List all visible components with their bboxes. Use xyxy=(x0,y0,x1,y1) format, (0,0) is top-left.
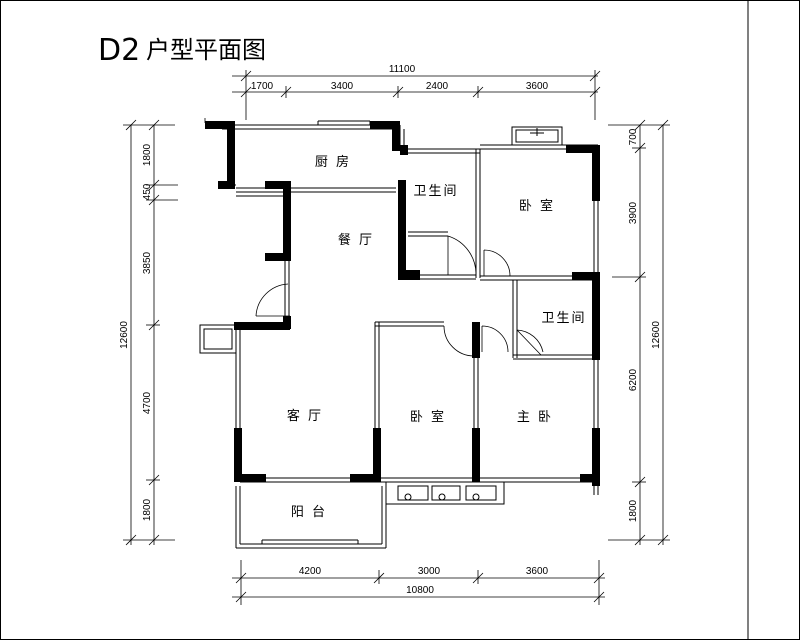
label-bathroom-1: 卫生间 xyxy=(413,184,458,199)
label-kitchen: 厨 房 xyxy=(315,154,351,170)
label-bedroom-1: 卧 室 xyxy=(519,198,555,214)
dim-right-seg-2: 3900 xyxy=(628,201,639,224)
label-living: 客 厅 xyxy=(287,408,323,424)
plan-code: D2 xyxy=(98,33,140,68)
label-bathroom-2: 卫生间 xyxy=(541,311,586,326)
dim-top-total: 11100 xyxy=(389,64,416,75)
dim-top-seg-4: 3600 xyxy=(526,81,549,92)
top-dimensions: 11100 1700 3400 2400 3600 xyxy=(204,64,601,123)
dim-left-total: 12600 xyxy=(119,321,130,349)
dim-left-seg-3: 3850 xyxy=(142,251,153,274)
dim-bottom-seg-3: 3600 xyxy=(526,566,549,577)
label-dining: 餐 厅 xyxy=(338,232,374,248)
dim-right-seg-1: 700 xyxy=(628,128,639,145)
room-labels: 厨 房 卫生间 卧 室 餐 厅 卫生间 客 厅 卧 室 主 卧 阳 台 xyxy=(287,154,586,520)
label-balcony: 阳 台 xyxy=(291,505,327,520)
label-bedroom-2: 卧 室 xyxy=(410,409,446,425)
dim-left-seg-2: 450 xyxy=(142,183,153,200)
label-master-bedroom: 主 卧 xyxy=(517,410,553,425)
dim-left-seg-1: 1800 xyxy=(142,143,153,166)
dim-right-total: 12600 xyxy=(651,321,662,349)
dim-top-seg-1: 1700 xyxy=(251,81,274,92)
dim-top-seg-3: 2400 xyxy=(426,81,449,92)
bottom-dimensions: 4200 3000 3600 10800 xyxy=(232,560,605,605)
dim-bottom-total: 10800 xyxy=(406,585,434,596)
dim-bottom-seg-1: 4200 xyxy=(299,566,322,577)
plan-title: 户型平面图 xyxy=(146,36,266,64)
dim-right-seg-3: 6200 xyxy=(628,368,639,391)
dim-left-seg-5: 1800 xyxy=(142,498,153,521)
dim-bottom-seg-2: 3000 xyxy=(418,566,441,577)
dim-left-seg-4: 4700 xyxy=(142,391,153,414)
left-dimensions: 1800 450 3850 4700 1800 12600 xyxy=(119,119,178,546)
dim-right-seg-4: 1800 xyxy=(628,499,639,522)
right-dimensions: 700 3900 6200 1800 12600 xyxy=(608,119,670,546)
dim-top-seg-2: 3400 xyxy=(331,81,354,92)
solid-walls xyxy=(205,121,600,486)
